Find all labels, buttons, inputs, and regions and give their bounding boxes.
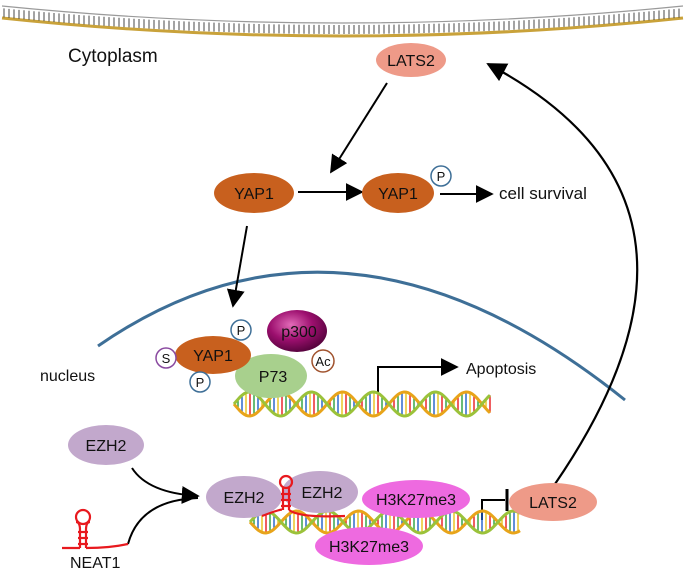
neat1-label: NEAT1 — [70, 555, 120, 572]
arrow-lats2-to-yap1 — [330, 82, 388, 174]
node-yap1-right: YAP1 — [362, 173, 434, 213]
svg-text:EZH2: EZH2 — [86, 438, 127, 455]
svg-text:EZH2: EZH2 — [224, 490, 265, 507]
neat1-rna-bound-icon — [261, 474, 346, 518]
svg-text:P73: P73 — [259, 369, 288, 386]
node-h3k27me3-b: H3K27me3 — [315, 527, 423, 565]
svg-text:S: S — [162, 351, 171, 366]
arrow-apoptosis — [377, 358, 459, 394]
svg-text:Ac: Ac — [315, 354, 331, 369]
svg-text:YAP1: YAP1 — [193, 348, 233, 365]
node-lats2-bottom: LATS2 — [509, 483, 597, 521]
phospho-badge-nuc-top: P — [230, 319, 252, 341]
svg-text:LATS2: LATS2 — [387, 53, 435, 70]
dna-helix-lower — [248, 509, 521, 535]
svg-text:P: P — [196, 375, 205, 390]
apoptosis-label: Apoptosis — [466, 361, 536, 378]
svg-text:LATS2: LATS2 — [529, 495, 577, 512]
acetyl-badge-nuc: Ac — [311, 349, 335, 373]
phospho-badge-right: P — [430, 165, 452, 187]
node-lats2-top: LATS2 — [376, 43, 446, 77]
node-p73: P73 — [235, 354, 307, 398]
svg-text:H3K27me3: H3K27me3 — [329, 539, 409, 556]
svg-text:EZH2: EZH2 — [302, 485, 343, 502]
node-h3k27me3-a: H3K27me3 — [362, 480, 470, 518]
nucleus-envelope — [97, 270, 626, 402]
svg-text:YAP1: YAP1 — [378, 186, 418, 203]
svg-text:P: P — [437, 169, 446, 184]
node-ezh2-a: EZH2 — [206, 476, 282, 518]
node-yap1-left: YAP1 — [214, 173, 294, 213]
node-ezh2-b: EZH2 — [282, 471, 358, 513]
svg-text:H3K27me3: H3K27me3 — [376, 492, 456, 509]
node-yap1-nucleus: YAP1 — [175, 336, 251, 374]
cell-membrane — [1, 5, 684, 38]
svg-text:YAP1: YAP1 — [234, 186, 274, 203]
arrow-ezh2-to-complex — [131, 467, 200, 505]
arrows — [127, 63, 639, 545]
node-p300: p300 — [267, 310, 327, 352]
svg-text:p300: p300 — [281, 324, 317, 341]
arrow-neat1-to-complex — [127, 497, 199, 545]
arrow-yap1-to-nucleus — [226, 225, 248, 308]
sumo-badge-nuc: S — [155, 347, 177, 369]
svg-text:P: P — [237, 323, 246, 338]
cytoplasm-label: Cytoplasm — [68, 46, 158, 67]
phospho-badge-nuc-bottom: P — [189, 371, 211, 393]
arrow-lats2-feedback — [486, 63, 639, 485]
nucleus-label: nucleus — [40, 368, 95, 385]
node-ezh2-free: EZH2 — [68, 425, 144, 465]
cell-survival-label: cell survival — [499, 184, 587, 203]
neat1-rna-icon — [62, 508, 129, 550]
